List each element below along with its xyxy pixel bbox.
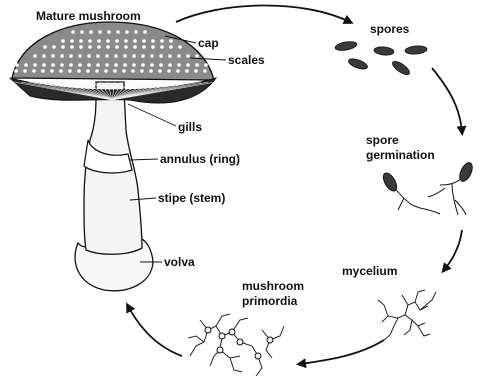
- label-mycelium: mycelium: [342, 264, 397, 278]
- label-primordia-line2: primordia: [242, 294, 298, 308]
- arrow-spores-to-germination: [432, 68, 462, 132]
- label-stipe: stipe (stem): [158, 191, 225, 205]
- germinating-spores: [381, 161, 475, 215]
- mycelium-network: [378, 290, 436, 340]
- label-spore-germination-line2: germination: [366, 148, 435, 162]
- label-volva: volva: [164, 255, 195, 269]
- label-spore-germination-line1: spore: [366, 133, 399, 147]
- label-primordia-line1: mushroom: [242, 279, 304, 293]
- arrow-mushroom-to-spores: [176, 5, 350, 22]
- label-cap: cap: [198, 36, 219, 50]
- label-annulus: annulus (ring): [160, 152, 240, 166]
- arrow-primordia-to-mushroom: [128, 306, 182, 356]
- mushroom-primordia: [188, 314, 284, 376]
- arrow-germination-to-mycelium: [444, 230, 462, 270]
- label-mature-mushroom: Mature mushroom: [36, 9, 141, 23]
- label-spores: spores: [370, 22, 410, 36]
- label-scales: scales: [228, 53, 265, 67]
- arrow-mycelium-to-primordia: [300, 340, 384, 364]
- spores-group: [334, 40, 427, 77]
- label-gills: gills: [178, 120, 202, 134]
